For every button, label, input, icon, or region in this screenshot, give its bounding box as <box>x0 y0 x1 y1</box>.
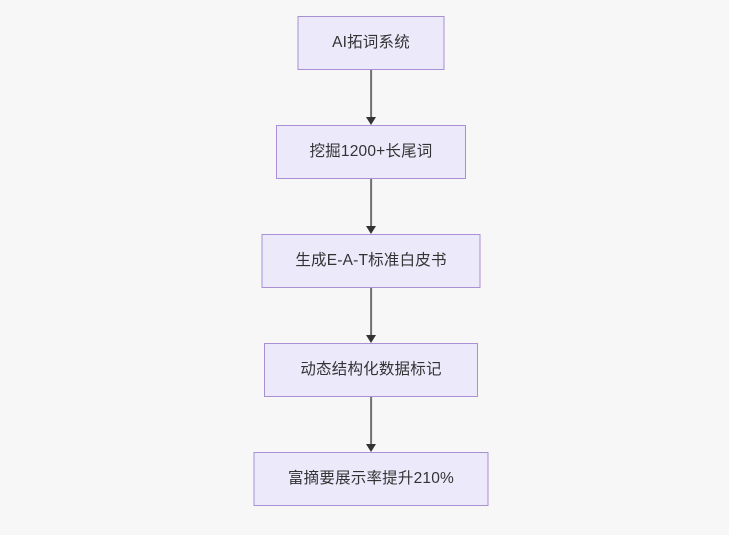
flow-node-ai-keyword-system[interactable]: AI拓词系统 <box>297 16 445 70</box>
edge-line <box>370 179 372 226</box>
flow-node-label: 富摘要展示率提升210% <box>287 470 455 488</box>
edge-line <box>370 70 372 117</box>
edge-n2-n3 <box>365 179 377 234</box>
arrowhead-icon <box>366 225 376 234</box>
edge-n3-n4 <box>365 288 377 343</box>
arrowhead-icon <box>366 334 376 343</box>
flow-node-label: AI拓词系统 <box>332 34 410 52</box>
flow-node-eat-whitepaper[interactable]: 生成E-A-T标准白皮书 <box>261 234 481 288</box>
flow-node-longtail-keywords[interactable]: 挖掘1200+长尾词 <box>276 125 466 179</box>
edge-n1-n2 <box>365 70 377 125</box>
flow-node-label: 挖掘1200+长尾词 <box>309 143 433 161</box>
edge-line <box>370 288 372 335</box>
flow-node-label: 生成E-A-T标准白皮书 <box>295 252 447 270</box>
flow-node-label: 动态结构化数据标记 <box>300 361 442 379</box>
edge-line <box>370 397 372 444</box>
arrowhead-icon <box>366 443 376 452</box>
arrowhead-icon <box>366 116 376 125</box>
edge-n4-n5 <box>365 397 377 452</box>
flow-node-rich-snippet-result[interactable]: 富摘要展示率提升210% <box>253 452 489 506</box>
flow-node-structured-data-markup[interactable]: 动态结构化数据标记 <box>264 343 478 397</box>
